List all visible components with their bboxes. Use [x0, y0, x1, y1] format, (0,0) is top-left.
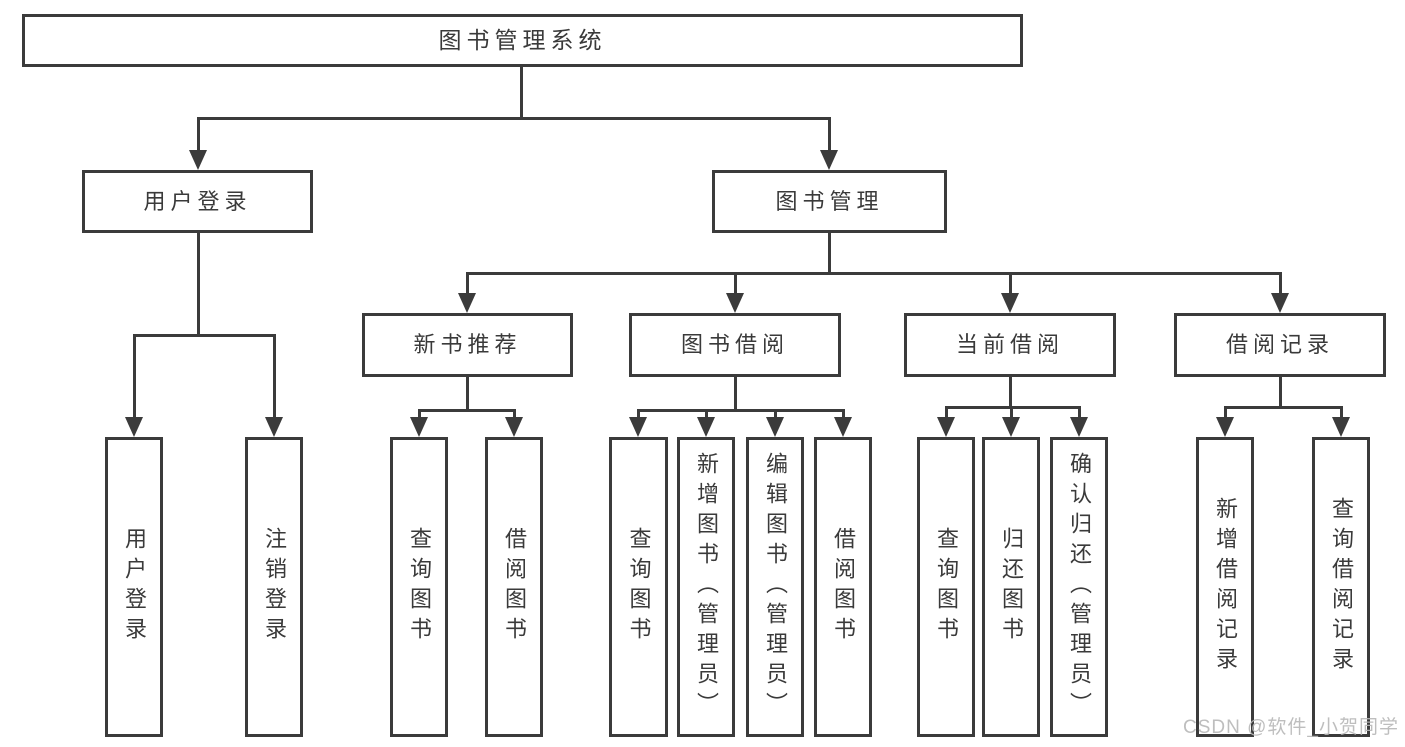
node-current-borrowing: 当前借阅: [904, 313, 1116, 377]
node-query-books-recommend: 查询图书: [390, 437, 448, 737]
node-borrow-books-recommend: 借阅图书: [485, 437, 543, 737]
node-label: 图书借阅: [680, 332, 789, 357]
node-label: 注销登录: [262, 527, 287, 647]
node-label: 新增借阅记录: [1213, 497, 1238, 677]
node-query-books-current: 查询图书: [917, 437, 975, 737]
node-label: 查询借阅记录: [1329, 497, 1354, 677]
node-label: 用户登录: [122, 527, 147, 647]
node-label: 图书管理: [775, 188, 884, 214]
node-library-management-system: 图书管理系统: [22, 14, 1023, 67]
node-label: 新书推荐: [413, 332, 522, 357]
node-add-borrow-record: 新增借阅记录: [1196, 437, 1254, 737]
node-label: 查询图书: [407, 527, 432, 647]
node-label: 查询图书: [626, 527, 652, 647]
node-label: 查询图书: [934, 527, 959, 647]
node-label: 编辑图书（管理员）: [763, 452, 788, 722]
node-label: 归还图书: [999, 527, 1024, 647]
csdn-watermark: CSDN @软件_小贺同学: [1183, 717, 1399, 738]
node-label: 当前借阅: [955, 332, 1064, 357]
node-label: 借阅记录: [1225, 332, 1334, 357]
node-user-login-leaf: 用户登录: [105, 437, 163, 737]
node-borrow-books-leaf: 借阅图书: [814, 437, 872, 737]
node-label: 确认归还（管理员）: [1067, 452, 1092, 722]
node-logout-leaf: 注销登录: [245, 437, 303, 737]
node-edit-book-admin: 编辑图书（管理员）: [746, 437, 804, 737]
node-label: 用户登录: [143, 188, 252, 214]
node-label: 借阅图书: [502, 527, 527, 647]
node-label: 图书管理系统: [438, 27, 607, 53]
node-query-books-borrowing: 查询图书: [609, 437, 668, 737]
node-label: 新增图书（管理员）: [694, 452, 719, 722]
node-new-book-recommendation: 新书推荐: [362, 313, 573, 377]
node-label: 借阅图书: [831, 527, 856, 647]
node-query-borrow-record: 查询借阅记录: [1312, 437, 1370, 737]
node-return-books: 归还图书: [982, 437, 1040, 737]
node-user-login-branch: 用户登录: [82, 170, 313, 233]
node-borrowing-records: 借阅记录: [1174, 313, 1386, 377]
node-confirm-return-admin: 确认归还（管理员）: [1050, 437, 1108, 737]
node-book-management-branch: 图书管理: [712, 170, 947, 233]
node-book-borrowing: 图书借阅: [629, 313, 841, 377]
node-add-book-admin: 新增图书（管理员）: [677, 437, 735, 737]
